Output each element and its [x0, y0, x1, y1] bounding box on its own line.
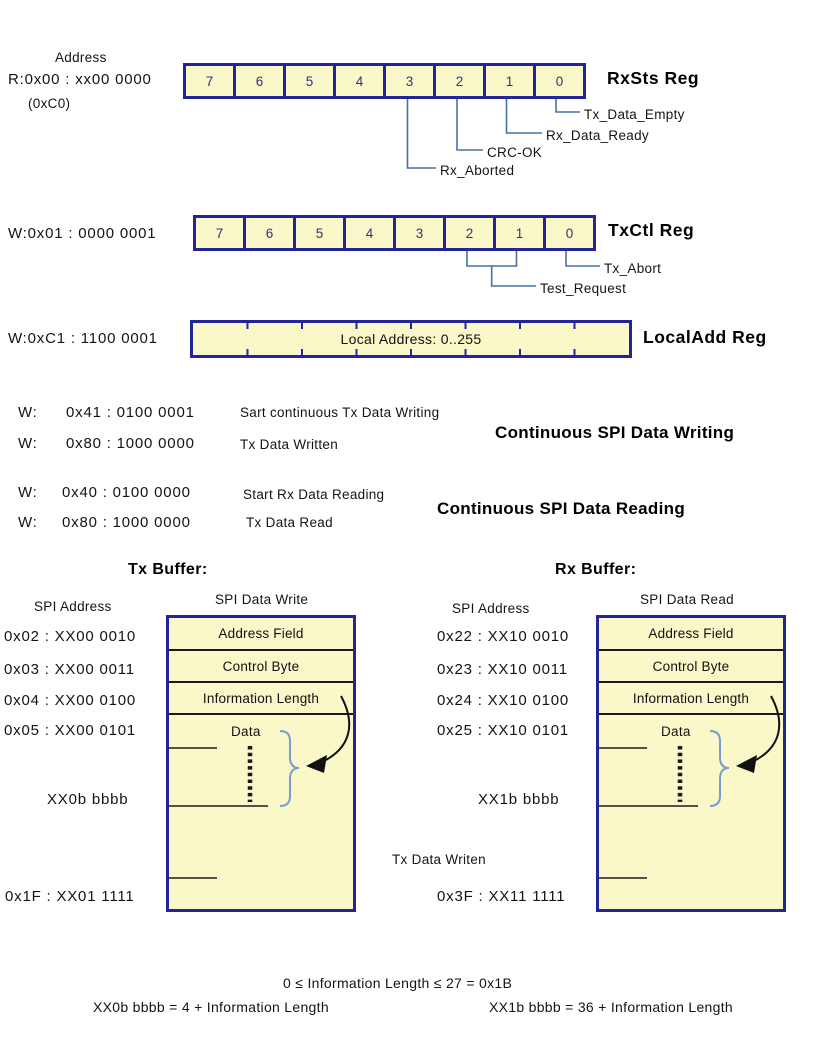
rx-spi-address-header: SPI Address: [452, 601, 530, 616]
txctl-bits21-bracket: [466, 251, 518, 267]
txctl-callout-test-request: Test_Request: [540, 281, 627, 296]
tx-field-data-label: Data: [231, 724, 261, 739]
rx-mid-address: XX1b bbbb: [478, 791, 560, 808]
txctl-bit3-cell: 3: [393, 218, 443, 248]
tx-last-address: 0x1F : XX01 1111: [5, 888, 135, 905]
tx-offset-formula: XX0b bbbb = 4 + Information Length: [93, 999, 329, 1015]
rxsts-bit4-cell: 4: [333, 66, 383, 96]
rxsts-bit0-cell: 0: [533, 66, 583, 96]
rxsts-bit3-cell: 3: [383, 66, 433, 96]
tx-mid-address: XX0b bbbb: [47, 791, 129, 808]
txctl-bit7-cell: 7: [196, 218, 243, 248]
txctl-bit4-cell: 4: [343, 218, 393, 248]
tx-address-1: 0x03 : XX00 0011: [4, 661, 135, 678]
rx-field-control: Control Byte: [599, 651, 783, 683]
txctl-register: 7 6 5 4 3 2 1 0: [193, 215, 596, 251]
tx-field-control: Control Byte: [169, 651, 353, 683]
rxsts-address: R:0x00 : xx00 0000: [8, 71, 152, 88]
rxsts-bit0-line: [555, 99, 580, 113]
rx-last-address: 0x3F : XX11 1111: [437, 888, 566, 905]
rxsts-title: RxSts Reg: [607, 68, 700, 88]
rxsts-register: 7 6 5 4 3 2 1 0: [183, 63, 586, 99]
cr-row2-value: 0x80 : 1000 0000: [62, 514, 191, 531]
info-length-range: 0 ≤ Information Length ≤ 27 = 0x1B: [283, 975, 513, 991]
rxsts-bit1-line: [505, 99, 542, 134]
rxsts-bit5-cell: 5: [283, 66, 333, 96]
txctl-title: TxCtl Reg: [608, 220, 695, 240]
localadd-title: LocalAdd Reg: [643, 327, 767, 347]
rxsts-callout-crc-ok: CRC-OK: [487, 145, 543, 160]
tx-address-2: 0x04 : XX00 0100: [4, 692, 137, 709]
txctl-callout-tx-abort: Tx_Abort: [604, 261, 662, 276]
rxsts-bit7-cell: 7: [186, 66, 233, 96]
txctl-bit0-cell: 0: [543, 218, 593, 248]
rxsts-bit3-line: [406, 99, 436, 169]
localadd-field-label: Local Address: 0..255: [340, 331, 482, 347]
rxsts-bit2-line: [456, 99, 483, 151]
tx-buffer-box: Address Field Control Byte Information L…: [166, 615, 356, 912]
rx-buffer-title: Rx Buffer:: [555, 561, 637, 578]
rxsts-bit6-cell: 6: [233, 66, 283, 96]
cr-row1-desc: Start Rx Data Reading: [243, 487, 385, 502]
tx-field-info-length: Information Length: [169, 683, 353, 715]
txctl-bit5-cell: 5: [293, 218, 343, 248]
rx-offset-formula: XX1b bbbb = 36 + Information Length: [489, 999, 734, 1015]
tx-field-address: Address Field: [169, 618, 353, 651]
rxsts-callout-rx-data-ready: Rx_Data_Ready: [546, 128, 649, 143]
localadd-address: W:0xC1 : 1100 0001: [8, 330, 158, 347]
rx-address-2: 0x24 : XX10 0100: [437, 692, 570, 709]
cw-row2-prefix: W:: [18, 435, 38, 452]
txctl-bit6-cell: 6: [243, 218, 293, 248]
txctl-bits21-line: [490, 266, 536, 287]
rxsts-address-hex: (0xC0): [28, 96, 71, 111]
cr-row1-prefix: W:: [18, 484, 38, 501]
txctl-bit2-cell: 2: [443, 218, 493, 248]
localadd-register: Local Address: 0..255: [190, 320, 632, 358]
address-caption: Address: [55, 50, 107, 65]
cw-row2-value: 0x80 : 1000 0000: [66, 435, 195, 452]
tx-address-0: 0x02 : XX00 0010: [4, 628, 137, 645]
txctl-bit0-line: [565, 251, 600, 267]
rx-spi-data-header: SPI Data Read: [640, 592, 734, 607]
cw-row1-prefix: W:: [18, 404, 38, 421]
tx-buffer-title: Tx Buffer:: [128, 561, 208, 578]
rxsts-bit1-cell: 1: [483, 66, 533, 96]
cr-row2-prefix: W:: [18, 514, 38, 531]
rxsts-bit2-cell: 2: [433, 66, 483, 96]
rx-field-data-label: Data: [661, 724, 691, 739]
cr-row2-desc: Tx Data Read: [246, 515, 333, 530]
rx-field-info-length: Information Length: [599, 683, 783, 715]
txctl-address: W:0x01 : 0000 0001: [8, 225, 157, 242]
cr-row1-value: 0x40 : 0100 0000: [62, 484, 191, 501]
rx-address-1: 0x23 : XX10 0011: [437, 661, 568, 678]
rxsts-callout-tx-data-empty: Tx_Data_Empty: [584, 107, 685, 122]
cw-row1-value: 0x41 : 0100 0001: [66, 404, 195, 421]
rx-buffer-box: Address Field Control Byte Information L…: [596, 615, 786, 912]
cw-row2-desc: Tx Data Written: [240, 437, 339, 452]
continuous-writing-title: Continuous SPI Data Writing: [495, 423, 735, 442]
rxsts-callout-rx-aborted: Rx_Aborted: [440, 163, 515, 178]
tx-spi-data-header: SPI Data Write: [215, 592, 309, 607]
rx-field-address: Address Field: [599, 618, 783, 651]
tx-spi-address-header: SPI Address: [34, 599, 112, 614]
rx-address-3: 0x25 : XX10 0101: [437, 722, 570, 739]
rx-address-0: 0x22 : XX10 0010: [437, 628, 570, 645]
continuous-reading-title: Continuous SPI Data Reading: [437, 499, 686, 518]
rx-note-tx-data-writen: Tx Data Writen: [392, 852, 486, 867]
cw-row1-desc: Sart continuous Tx Data Writing: [240, 405, 440, 420]
tx-address-3: 0x05 : XX00 0101: [4, 722, 137, 739]
txctl-bit1-cell: 1: [493, 218, 543, 248]
